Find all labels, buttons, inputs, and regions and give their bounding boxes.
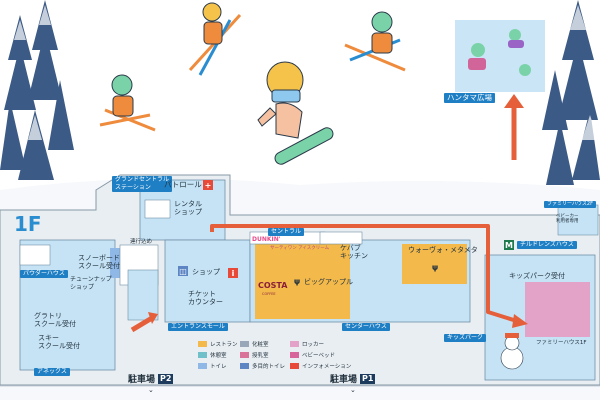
- plaza-label[interactable]: ハンタマ広場: [444, 93, 495, 103]
- shop-label[interactable]: ショップ: [192, 268, 220, 276]
- legend-item: 授乳室: [240, 351, 269, 359]
- parking-code: P1: [360, 373, 376, 384]
- tree-icon: [0, 0, 74, 180]
- legend-item: ロッカー: [290, 340, 324, 348]
- central-label[interactable]: セントラル: [268, 228, 305, 236]
- kids-park-reception-label[interactable]: キッズパーク受付: [509, 272, 565, 280]
- mos-icon: M: [504, 240, 514, 250]
- first-aid-icon: +: [203, 180, 213, 190]
- legend-label: インフォメーション: [302, 364, 352, 370]
- floor-label: 1F: [14, 212, 42, 236]
- grand-central-label[interactable]: グランドセントラル ステーション: [112, 176, 173, 192]
- legend-label: 休憩室: [210, 353, 227, 359]
- legend-label: ロッカー: [302, 342, 325, 348]
- big-apple-label[interactable]: ビッグアップル: [304, 278, 353, 286]
- woovo-label[interactable]: ウォーヴォ・メタメタ: [408, 246, 478, 254]
- parking-code: P2: [158, 373, 174, 384]
- entrance-mall-label[interactable]: エントランスモール: [168, 323, 228, 331]
- kebab-kitchen-label[interactable]: ケバブ キッチン: [340, 244, 368, 260]
- legend-item: ベビーベッド: [290, 351, 335, 359]
- snowboarder-figure: [257, 61, 334, 165]
- costa-logo: COSTA: [258, 281, 288, 290]
- shop-icon: ◫: [178, 266, 188, 276]
- legend-label: 多目的トイレ: [252, 364, 286, 370]
- arrow-down-icon: ⌄: [148, 386, 154, 394]
- rental-shop-label[interactable]: レンタル ショップ: [174, 200, 202, 216]
- legend-swatch: [198, 352, 207, 358]
- ski-school-label[interactable]: スキー スクール受付: [38, 334, 80, 350]
- legend-label: 授乳室: [252, 353, 269, 359]
- passage-label: 連行込め: [130, 239, 153, 245]
- legend-swatch: [198, 363, 207, 369]
- plaza-area: [455, 20, 545, 92]
- restaurant-icon: ψ: [292, 276, 302, 286]
- ticket-counter-label[interactable]: チケット カウンター: [188, 290, 223, 306]
- legend-label: 化粧室: [252, 342, 269, 348]
- skier-figure: [99, 74, 156, 132]
- legend-item: 化粧室: [240, 340, 269, 348]
- costa-sub-logo: COFFEE: [262, 292, 276, 296]
- kids-park-label[interactable]: キッズパーク: [444, 334, 487, 342]
- parking-p2[interactable]: 駐車場 P2: [128, 372, 174, 385]
- family-house-label[interactable]: ファミリーハウス1F: [536, 340, 587, 346]
- legend-swatch: [198, 341, 207, 347]
- legend-item: レストラン: [198, 340, 238, 348]
- children-house-label[interactable]: チルドレンズハウス: [517, 241, 577, 249]
- parking-p1[interactable]: 駐車場 P1: [330, 372, 376, 385]
- legend-item: トイレ: [198, 362, 227, 370]
- patrol-label[interactable]: パトロール: [164, 180, 202, 189]
- legend-label: ベビーベッド: [302, 353, 336, 359]
- skier-figure: [188, 2, 242, 76]
- snowboard-school-label[interactable]: スノーボード スクール受付: [78, 254, 120, 270]
- legend-item: 多目的トイレ: [240, 362, 285, 370]
- center-house-label[interactable]: センターハウス: [342, 323, 390, 331]
- dunkin-label: DUNKIN': [252, 236, 281, 243]
- restaurant-icon: ψ: [430, 262, 440, 272]
- legend-item: 休憩室: [198, 351, 227, 359]
- gr-school-label[interactable]: グラトリ スクール受付: [34, 312, 76, 328]
- tune-shop-label[interactable]: チューンナップ ショップ: [70, 276, 112, 291]
- skier-figure: [344, 11, 406, 72]
- legend-swatch: [240, 341, 249, 347]
- legend-label: トイレ: [210, 364, 227, 370]
- legend-item: インフォメーション: [290, 362, 351, 370]
- parking-label: 駐車場: [128, 375, 156, 385]
- parking-label: 駐車場: [330, 375, 358, 385]
- legend-swatch: [240, 363, 249, 369]
- legend-label: レストラン: [210, 342, 238, 348]
- baskin-label: サーティワン アイスクリーム: [270, 246, 330, 251]
- information-icon: i: [228, 268, 238, 278]
- arrow-down-icon: ⌄: [350, 386, 356, 394]
- legend-swatch: [240, 352, 249, 358]
- legend-swatch: [290, 352, 299, 358]
- annex-label[interactable]: アネックス: [34, 368, 70, 376]
- family-house-2f-label[interactable]: ファミリーハウス2F: [544, 201, 596, 208]
- legend-swatch: [290, 341, 299, 347]
- legend-swatch: [290, 363, 299, 369]
- powder-house-label[interactable]: パウダーハウス: [20, 270, 68, 278]
- stroller-label: ベビーカー 利用者専用: [556, 214, 579, 224]
